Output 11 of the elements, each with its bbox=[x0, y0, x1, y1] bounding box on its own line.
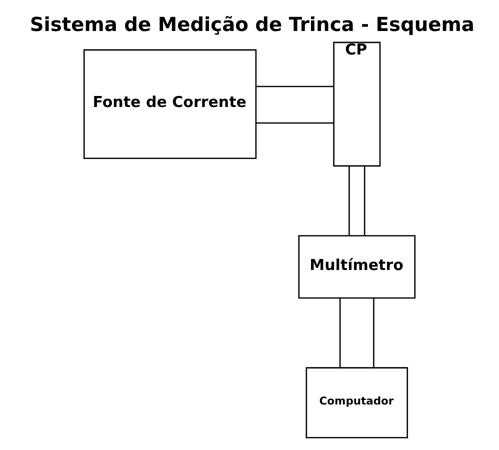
connector bbox=[348, 166, 350, 236]
node-box: CP bbox=[333, 42, 381, 167]
connector bbox=[339, 298, 341, 368]
node-box: Multímetro bbox=[298, 235, 416, 299]
connector bbox=[373, 298, 374, 368]
connector bbox=[256, 122, 334, 124]
connector bbox=[364, 166, 366, 236]
node-box: Fonte de Corrente bbox=[83, 49, 257, 160]
node-box: Computador bbox=[306, 367, 408, 438]
connector bbox=[256, 86, 334, 88]
diagram-title: Sistema de Medição de Trinca - Esquema bbox=[30, 13, 474, 36]
